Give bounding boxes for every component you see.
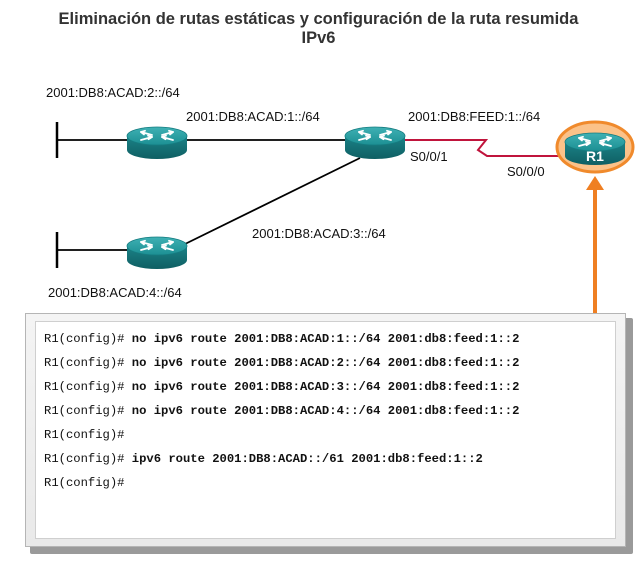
title-line-1: Eliminación de rutas estáticas y configu…	[58, 10, 579, 28]
label-if-s001: S0/0/1	[410, 149, 448, 164]
label-if-s000: S0/0/0	[507, 164, 545, 179]
router-left-bottom	[126, 236, 188, 270]
cli-prompt: R1(config)#	[44, 380, 125, 394]
cli-panel: R1(config)# no ipv6 route 2001:DB8:ACAD:…	[25, 313, 626, 547]
router-r1: R1	[555, 120, 635, 174]
cli-line: R1(config)# no ipv6 route 2001:DB8:ACAD:…	[44, 332, 519, 346]
network-topology: R1 2001:DB8:ACAD:2::/64 2001:DB8:ACAD:1:…	[46, 85, 635, 314]
cli-prompt: R1(config)#	[44, 428, 125, 442]
title-line-2: IPv6	[301, 29, 336, 47]
cli-prompt: R1(config)#	[44, 356, 125, 370]
router-center	[344, 126, 406, 160]
cli-prompt: R1(config)#	[44, 404, 125, 418]
cli-line: R1(config)#	[44, 428, 124, 442]
r1-label: R1	[586, 148, 604, 164]
router-left-top	[126, 126, 188, 160]
label-net-acad2: 2001:DB8:ACAD:2::/64	[46, 85, 180, 100]
diagram-title: Eliminación de rutas estáticas y configu…	[0, 10, 637, 48]
cli-command: no ipv6 route 2001:DB8:ACAD:2::/64 2001:…	[131, 356, 520, 370]
cli-line: R1(config)# no ipv6 route 2001:DB8:ACAD:…	[44, 380, 519, 394]
cli-command: ipv6 route 2001:DB8:ACAD::/61 2001:db8:f…	[131, 452, 483, 466]
arrow-head	[586, 176, 604, 190]
cli-command: no ipv6 route 2001:DB8:ACAD:3::/64 2001:…	[131, 380, 520, 394]
cli-line: R1(config)# no ipv6 route 2001:DB8:ACAD:…	[44, 404, 519, 418]
cli-command: no ipv6 route 2001:DB8:ACAD:4::/64 2001:…	[131, 404, 520, 418]
cli-line: R1(config)# ipv6 route 2001:DB8:ACAD::/6…	[44, 452, 483, 466]
cli-command: no ipv6 route 2001:DB8:ACAD:1::/64 2001:…	[131, 332, 520, 346]
cli-output: R1(config)# no ipv6 route 2001:DB8:ACAD:…	[35, 321, 616, 539]
cli-prompt: R1(config)#	[44, 476, 125, 490]
cli-line: R1(config)#	[44, 476, 124, 490]
serial-link	[405, 139, 562, 157]
cli-line: R1(config)# no ipv6 route 2001:DB8:ACAD:…	[44, 356, 519, 370]
label-net-acad1: 2001:DB8:ACAD:1::/64	[186, 109, 320, 124]
cli-prompt: R1(config)#	[44, 332, 125, 346]
label-net-acad4: 2001:DB8:ACAD:4::/64	[48, 285, 182, 300]
label-net-feed1: 2001:DB8:FEED:1::/64	[408, 109, 540, 124]
label-net-acad3: 2001:DB8:ACAD:3::/64	[252, 226, 386, 241]
cli-prompt: R1(config)#	[44, 452, 125, 466]
link-acad3	[182, 157, 361, 246]
